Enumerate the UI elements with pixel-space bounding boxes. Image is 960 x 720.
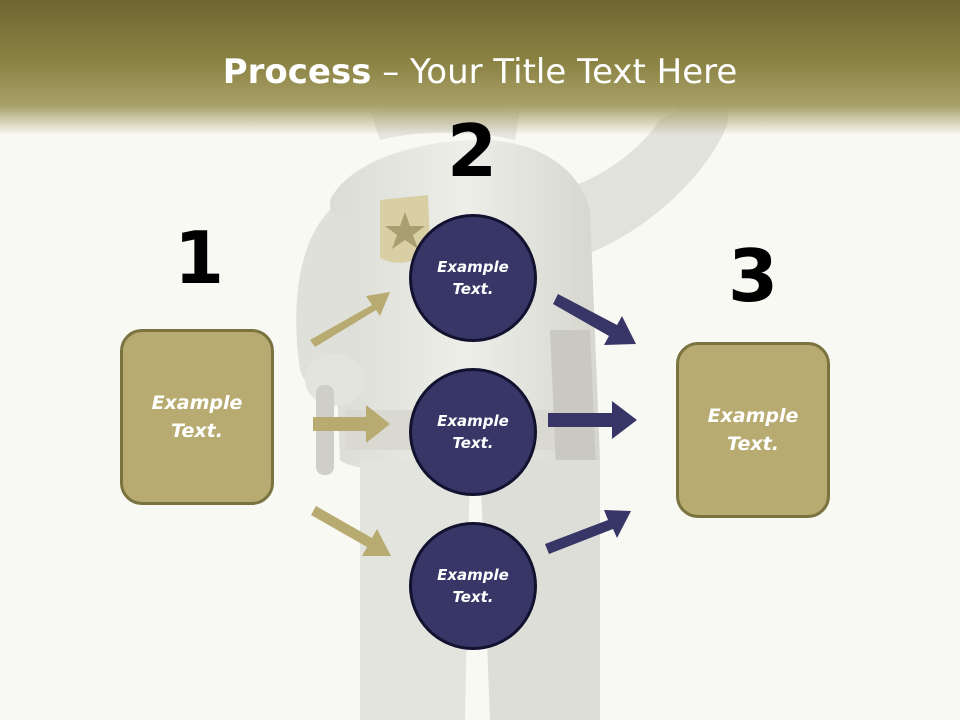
navy-arrow-right: [548, 401, 637, 439]
circle-text: Example Text.: [437, 257, 509, 299]
title-bold: Process: [222, 52, 372, 92]
header-band: [0, 0, 960, 135]
gold-arrow-down: [311, 506, 391, 556]
circle-text: Example Text.: [437, 565, 509, 607]
step-1-text: Example Text.: [151, 391, 243, 443]
step-1-box: Example Text.: [120, 329, 274, 505]
navy-arrow-up: [545, 510, 631, 554]
step-3-box: Example Text.: [676, 342, 830, 518]
title-rest: – Your Title Text Here: [371, 52, 738, 92]
gold-arrow-right: [313, 405, 390, 443]
step-2-circle-bottom: Example Text.: [409, 522, 537, 650]
step-3-text: Example Text.: [707, 404, 799, 456]
navy-arrow-down: [553, 294, 636, 345]
step-2-circle-middle: Example Text.: [409, 368, 537, 496]
step-number-3: 3: [727, 234, 779, 318]
circle-text: Example Text.: [437, 411, 509, 453]
slide-title: Process – Your Title Text Here: [0, 52, 960, 92]
step-number-2: 2: [446, 109, 498, 193]
gold-arrow-up: [310, 292, 390, 347]
step-number-1: 1: [173, 216, 225, 300]
step-2-circle-top: Example Text.: [409, 214, 537, 342]
